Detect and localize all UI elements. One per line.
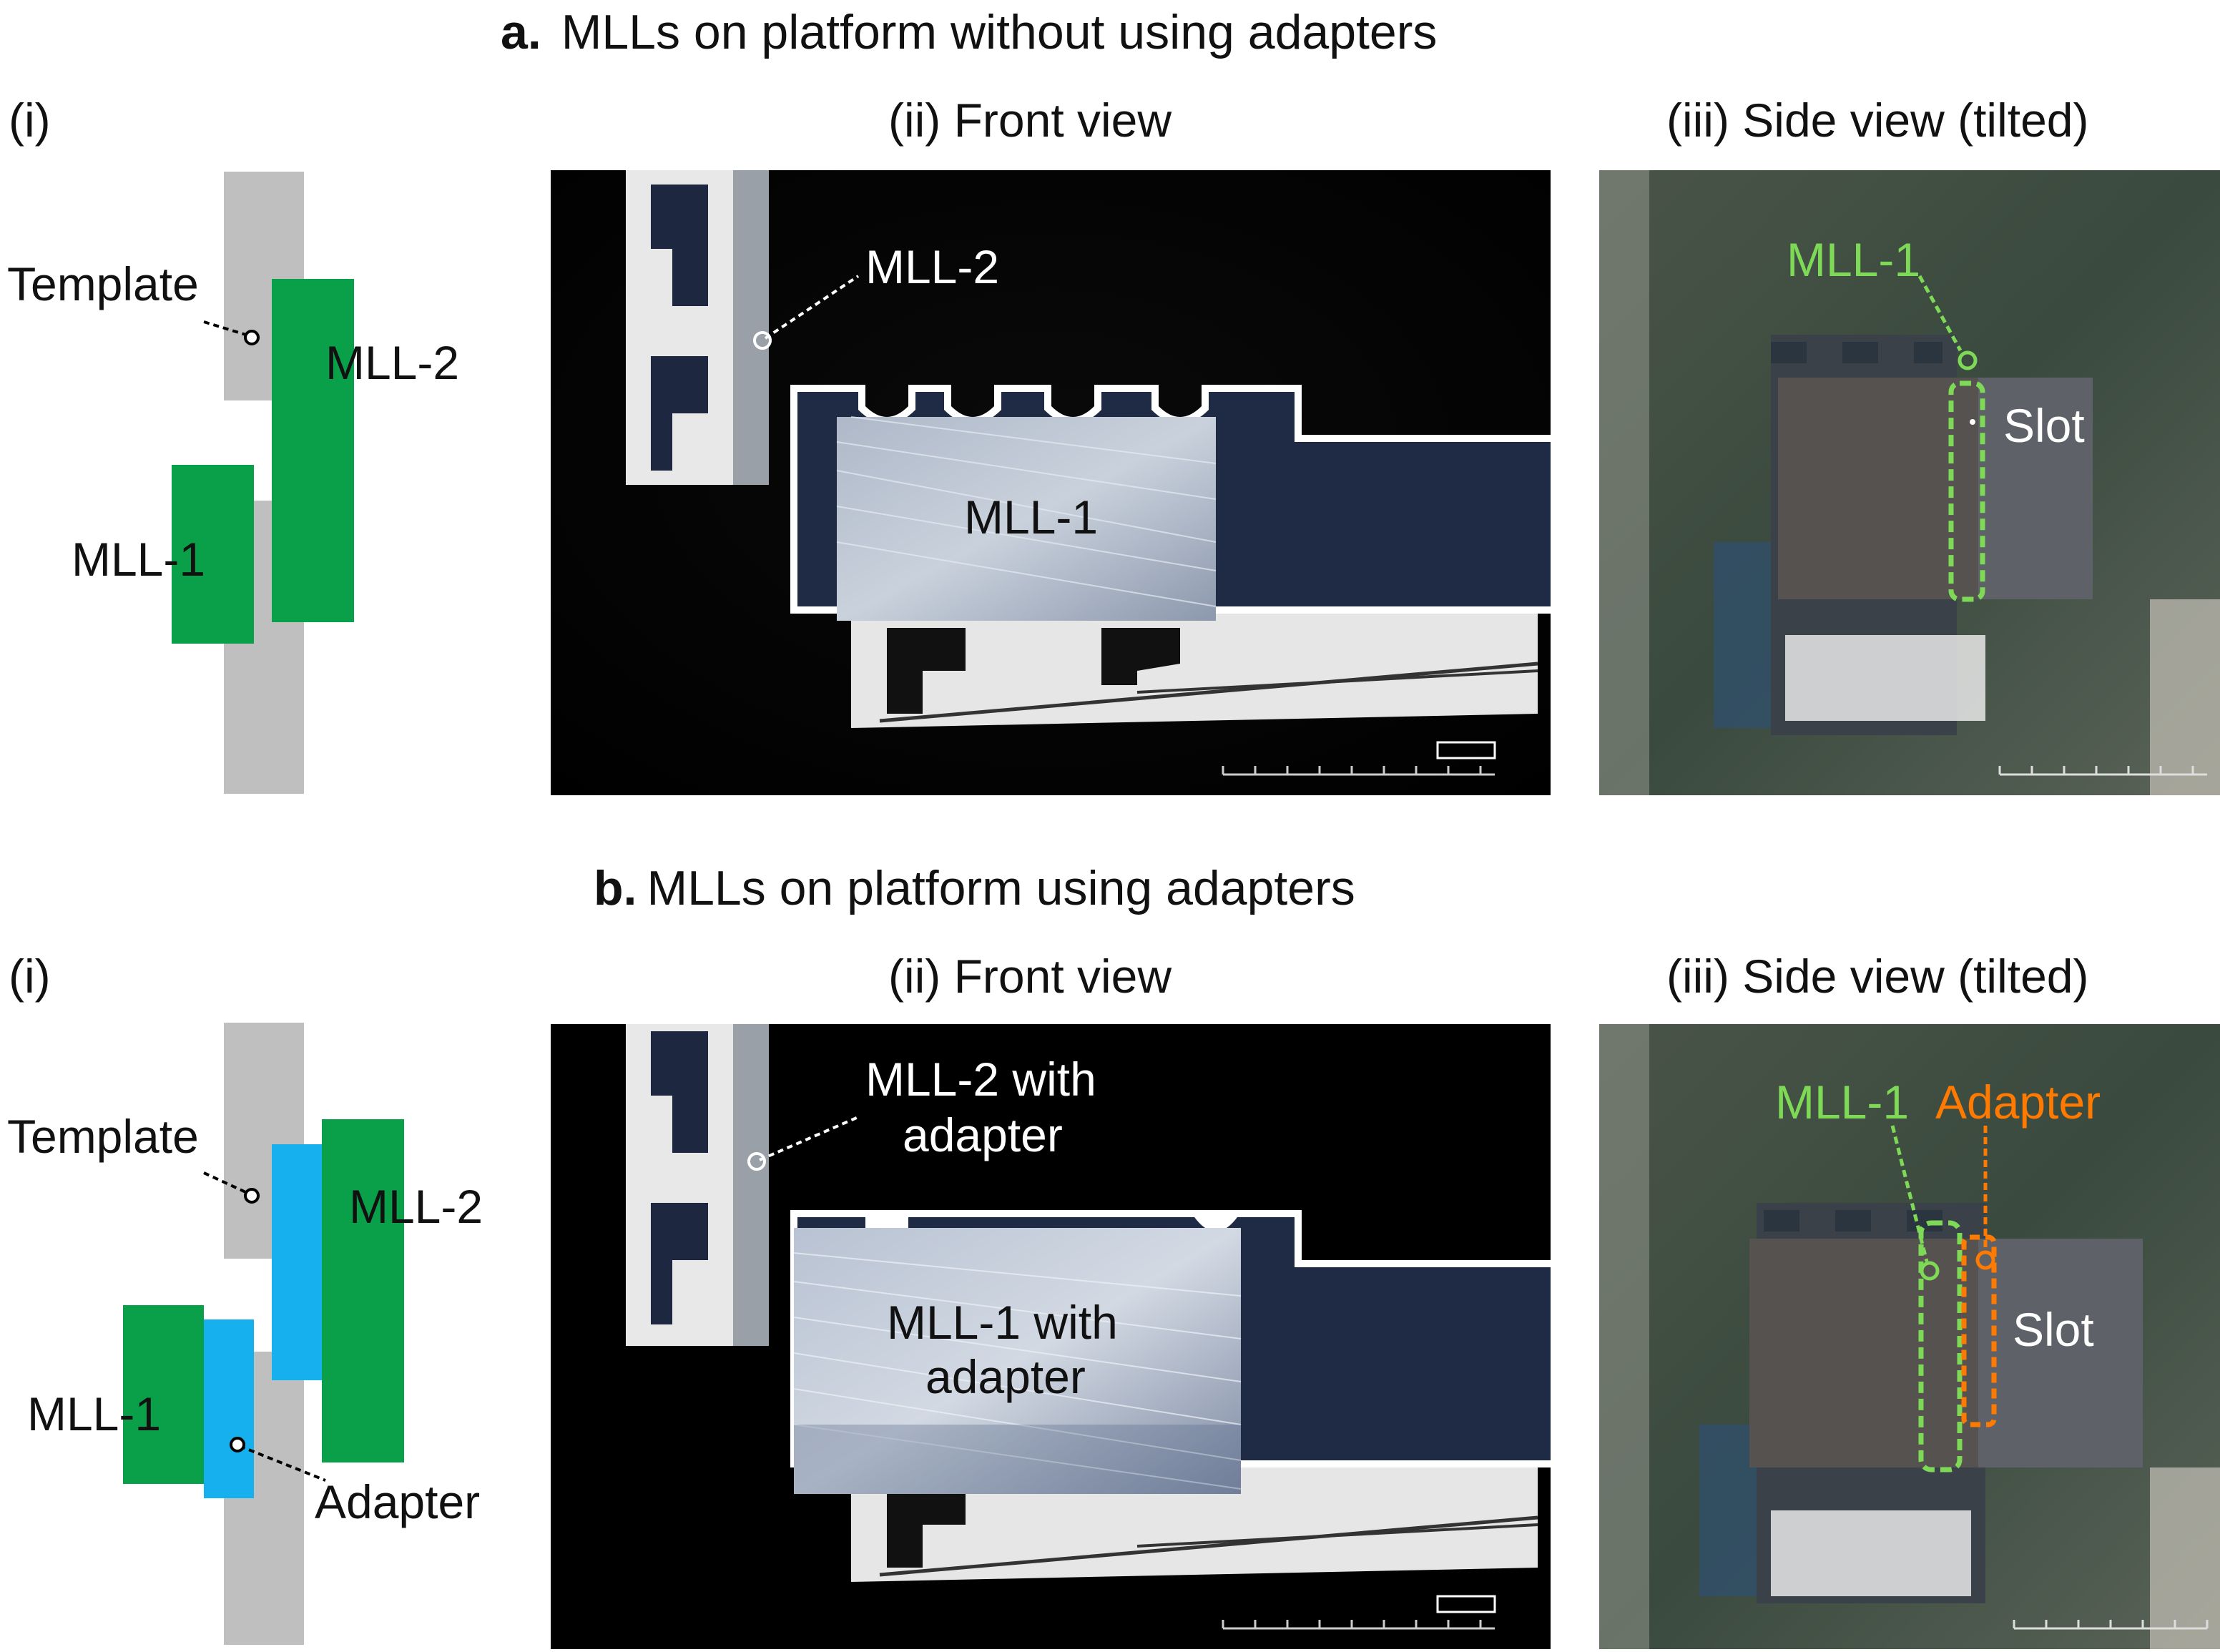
side-b-slot-block <box>1978 1239 2143 1467</box>
schematic-b-mll1-label: MLL-1 <box>27 1387 161 1440</box>
side-a-mll1-chip <box>1778 378 1978 599</box>
adapter-pointer-dot <box>230 1437 245 1452</box>
front-view-b-photo: MLL-2 with adapter MLL-1 with adapter <box>551 1024 1551 1649</box>
side-b-slot-label: Slot <box>2013 1303 2094 1356</box>
side-a-slot-block <box>1978 378 2093 599</box>
front-a-mll2-label: MLL-2 <box>865 240 999 293</box>
front-b-mll2-label-line2: adapter <box>903 1108 1063 1161</box>
side-view-a-photo: MLL-1 Slot <box>1599 170 2220 795</box>
side-b-mll1-label: MLL-1 <box>1775 1076 1909 1129</box>
section-a-title-text: MLLs on platform without using adapters <box>561 5 1438 59</box>
side-view-b-photo: MLL-1 Adapter Slot <box>1599 1024 2220 1649</box>
section-b-title: b.MLLs on platform using adapters <box>594 860 1355 916</box>
front-b-mll2-pointer <box>747 1152 766 1171</box>
section-a-panel-iii-label: (iii) Side view (tilted) <box>1666 94 2089 147</box>
front-view-a-photo: MLL-2 MLL-1 <box>551 170 1551 795</box>
schematic-b-template-label: Template <box>7 1110 199 1163</box>
adapter-block-lower <box>204 1319 254 1498</box>
section-b-panel-ii-label: (ii) Front view <box>888 950 1172 1003</box>
front-b-mll1-label-line1: MLL-1 with <box>887 1296 1118 1349</box>
section-a-panel-ii-label: (ii) Front view <box>888 94 1172 147</box>
side-b-mll1-highlight <box>1918 1220 1963 1472</box>
mll2-block-b <box>322 1119 404 1462</box>
section-a-title: a. MLLs on platform without using adapter… <box>501 4 1437 60</box>
schematic-a-template-label: Template <box>7 257 199 310</box>
section-b-panel-iii-label: (iii) Side view (tilted) <box>1666 950 2089 1003</box>
side-a-slot-label: Slot <box>2003 399 2085 452</box>
schematic-b-adapter-label: Adapter <box>315 1475 480 1528</box>
mll1-block <box>172 465 254 644</box>
section-a-panel-i-label: (i) <box>9 94 51 147</box>
front-a-mll1-label: MLL-1 <box>964 491 1098 544</box>
schematic-a: Template MLL-2 MLL-1 <box>0 164 529 808</box>
front-b-mll1-label-line2: adapter <box>925 1350 1086 1403</box>
front-a-mll2-pointer <box>753 331 772 350</box>
schematic-a-mll1-label: MLL-1 <box>72 533 205 586</box>
template-pointer-dot <box>244 330 260 345</box>
front-b-mll2-label-line1: MLL-2 with <box>865 1053 1096 1106</box>
mll1-block-b <box>123 1305 204 1484</box>
schematic-a-mll2-label: MLL-2 <box>325 336 459 389</box>
front-b-mll1-chip <box>794 1228 1241 1494</box>
template-pointer-dot-b <box>244 1188 260 1204</box>
side-b-adapter-highlight <box>1961 1234 1997 1427</box>
mll2-block <box>272 279 354 622</box>
side-a-mll1-highlight <box>1948 380 1985 602</box>
side-b-mll1-chip <box>1749 1239 1978 1467</box>
section-b-panel-i-label: (i) <box>9 950 51 1003</box>
section-b-title-text: MLLs on platform using adapters <box>647 861 1355 915</box>
adapter-block-upper <box>272 1144 322 1380</box>
side-a-mll1-label: MLL-1 <box>1787 233 1920 286</box>
schematic-b-mll2-label: MLL-2 <box>349 1180 483 1233</box>
schematic-b: Template MLL-2 MLL-1 Adapter <box>0 1016 529 1652</box>
section-a-letter: a. <box>501 5 541 59</box>
section-b-letter: b. <box>594 861 637 915</box>
side-b-adapter-label: Adapter <box>1935 1076 2101 1129</box>
